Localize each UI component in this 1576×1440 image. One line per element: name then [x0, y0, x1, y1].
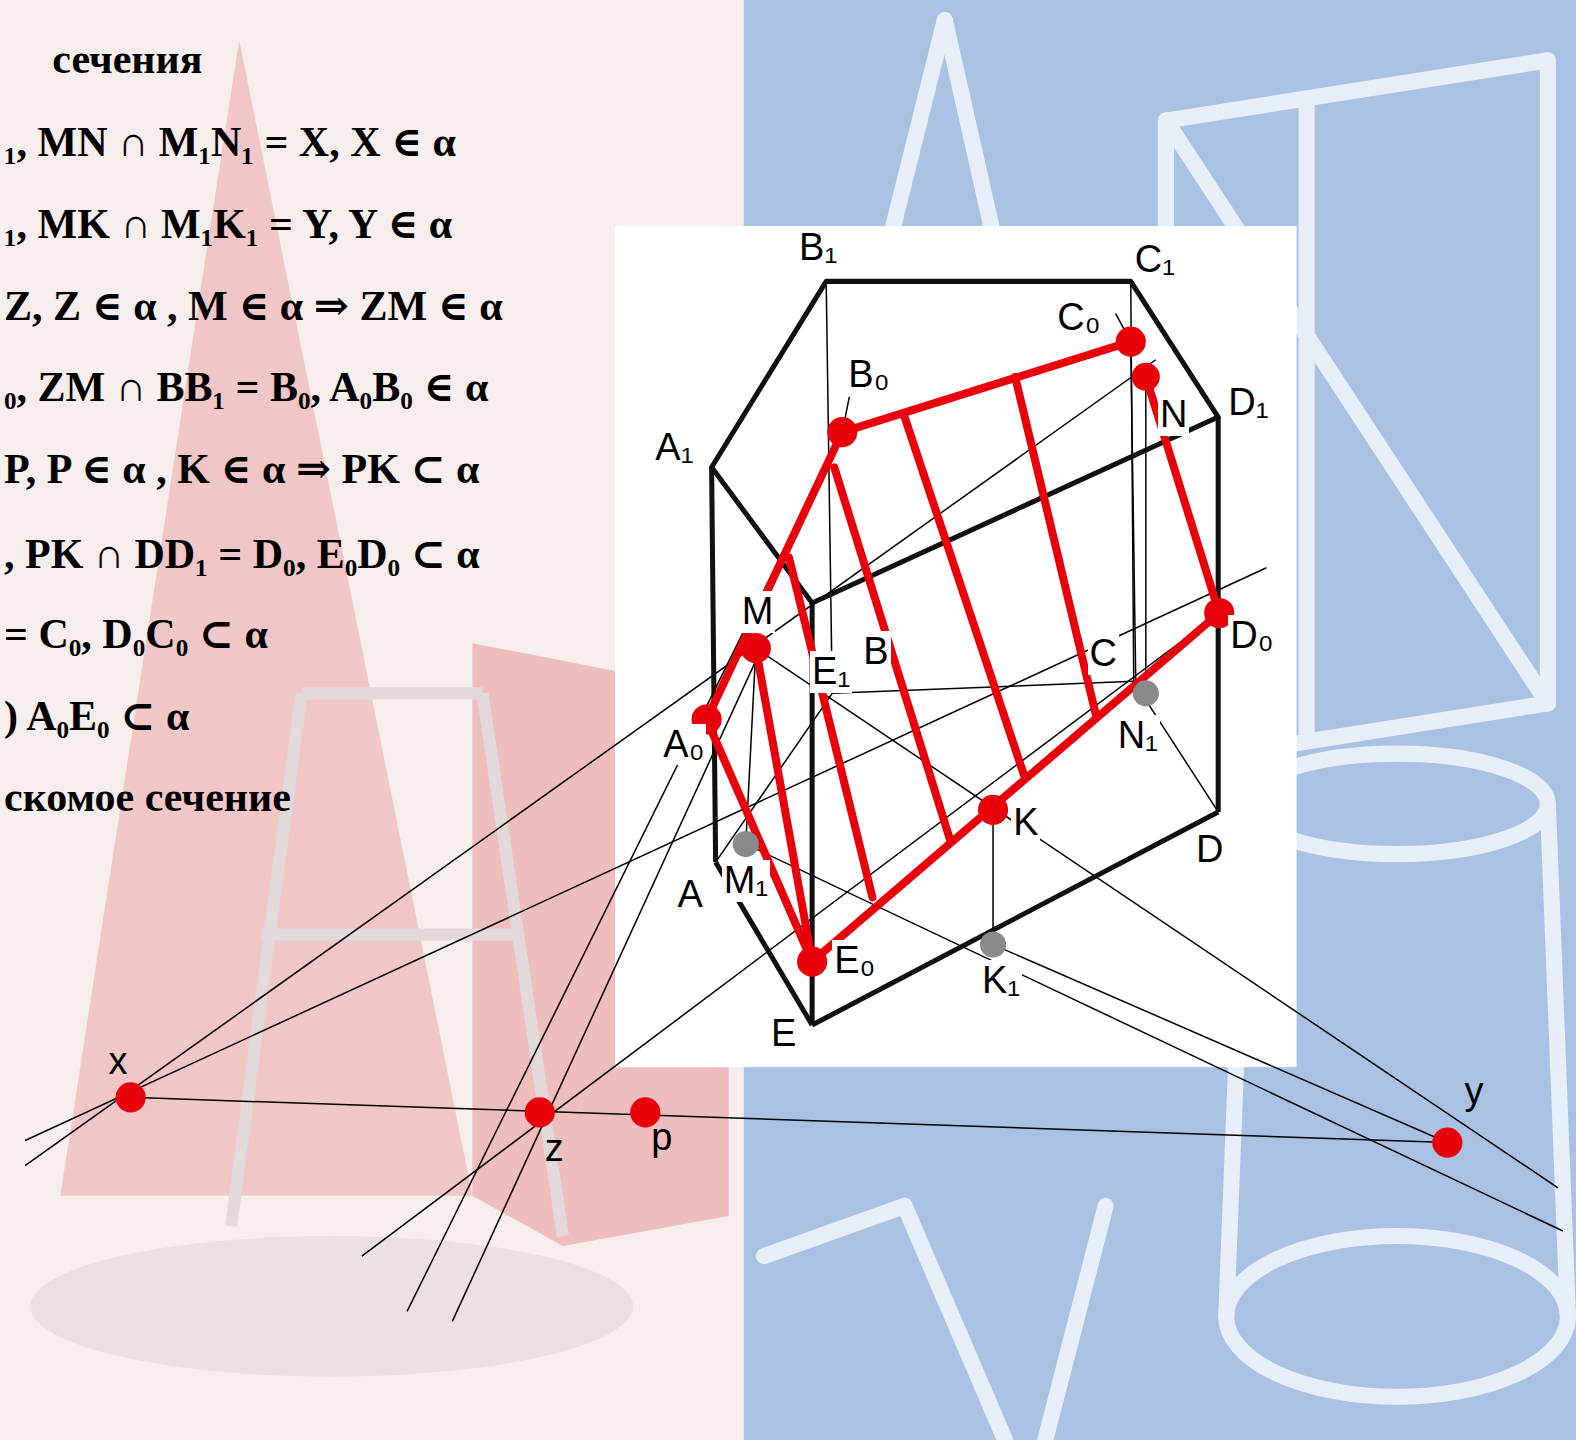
construction-step: , PK ∩ DD₁ = D₀, E₀D₀ ⊂ α [4, 531, 480, 577]
point-label: N₁ [1116, 715, 1160, 757]
point-label: y [1462, 1071, 1485, 1113]
point-label: p [649, 1117, 674, 1159]
point-label: C₁ [1133, 239, 1177, 281]
faded-base [30, 1236, 633, 1377]
point-label: E [769, 1013, 798, 1055]
point-label: C [1088, 633, 1119, 675]
construction-step: = C₀, D₀C₀ ⊂ α [4, 611, 268, 657]
construction-step: ₀, ZM ∩ BB₁ = B₀, A₀B₀ ∈ α [4, 364, 488, 410]
point-label: B₀ [846, 354, 891, 396]
section-polygon [707, 342, 1220, 962]
point-label: A [675, 874, 704, 916]
construction-step: ) A₀E₀ ⊂ α [4, 693, 189, 739]
point-label: K₁ [980, 960, 1022, 1002]
point-label: A₁ [653, 427, 695, 469]
point-label: C₀ [1055, 297, 1102, 339]
construction-step: ₁, MK ∩ M₁K₁ = Y, Y ∈ α [4, 201, 452, 247]
point-label: x [107, 1041, 130, 1083]
construction-step: сечения [52, 36, 202, 82]
construction-step: скомое сечение [4, 774, 291, 820]
point-label: E₀ [832, 940, 877, 982]
point-label: B₁ [797, 227, 839, 269]
drawing-panel [615, 226, 1296, 1067]
point-label: E₁ [810, 651, 852, 693]
point-label: D₁ [1226, 382, 1270, 424]
construction-step: Z, Z ∈ α , M ∈ α ⇒ ZM ∈ α [4, 283, 503, 329]
construction-step: P, P ∈ α , K ∈ α ⇒ PK ⊂ α [4, 446, 480, 492]
point-label: z [543, 1128, 566, 1170]
point-label: B [861, 631, 890, 673]
point-label: M [740, 591, 776, 633]
construction-step: ₁, MN ∩ M₁N₁ = X, X ∈ α [4, 119, 456, 165]
point-label: D [1194, 829, 1225, 871]
point-label: M₁ [722, 860, 770, 902]
point-label: A₀ [661, 724, 706, 766]
projection-points [733, 680, 1159, 957]
point-label: D₀ [1228, 615, 1275, 657]
point-label: N [1158, 394, 1189, 436]
point-label: K [1011, 802, 1040, 844]
